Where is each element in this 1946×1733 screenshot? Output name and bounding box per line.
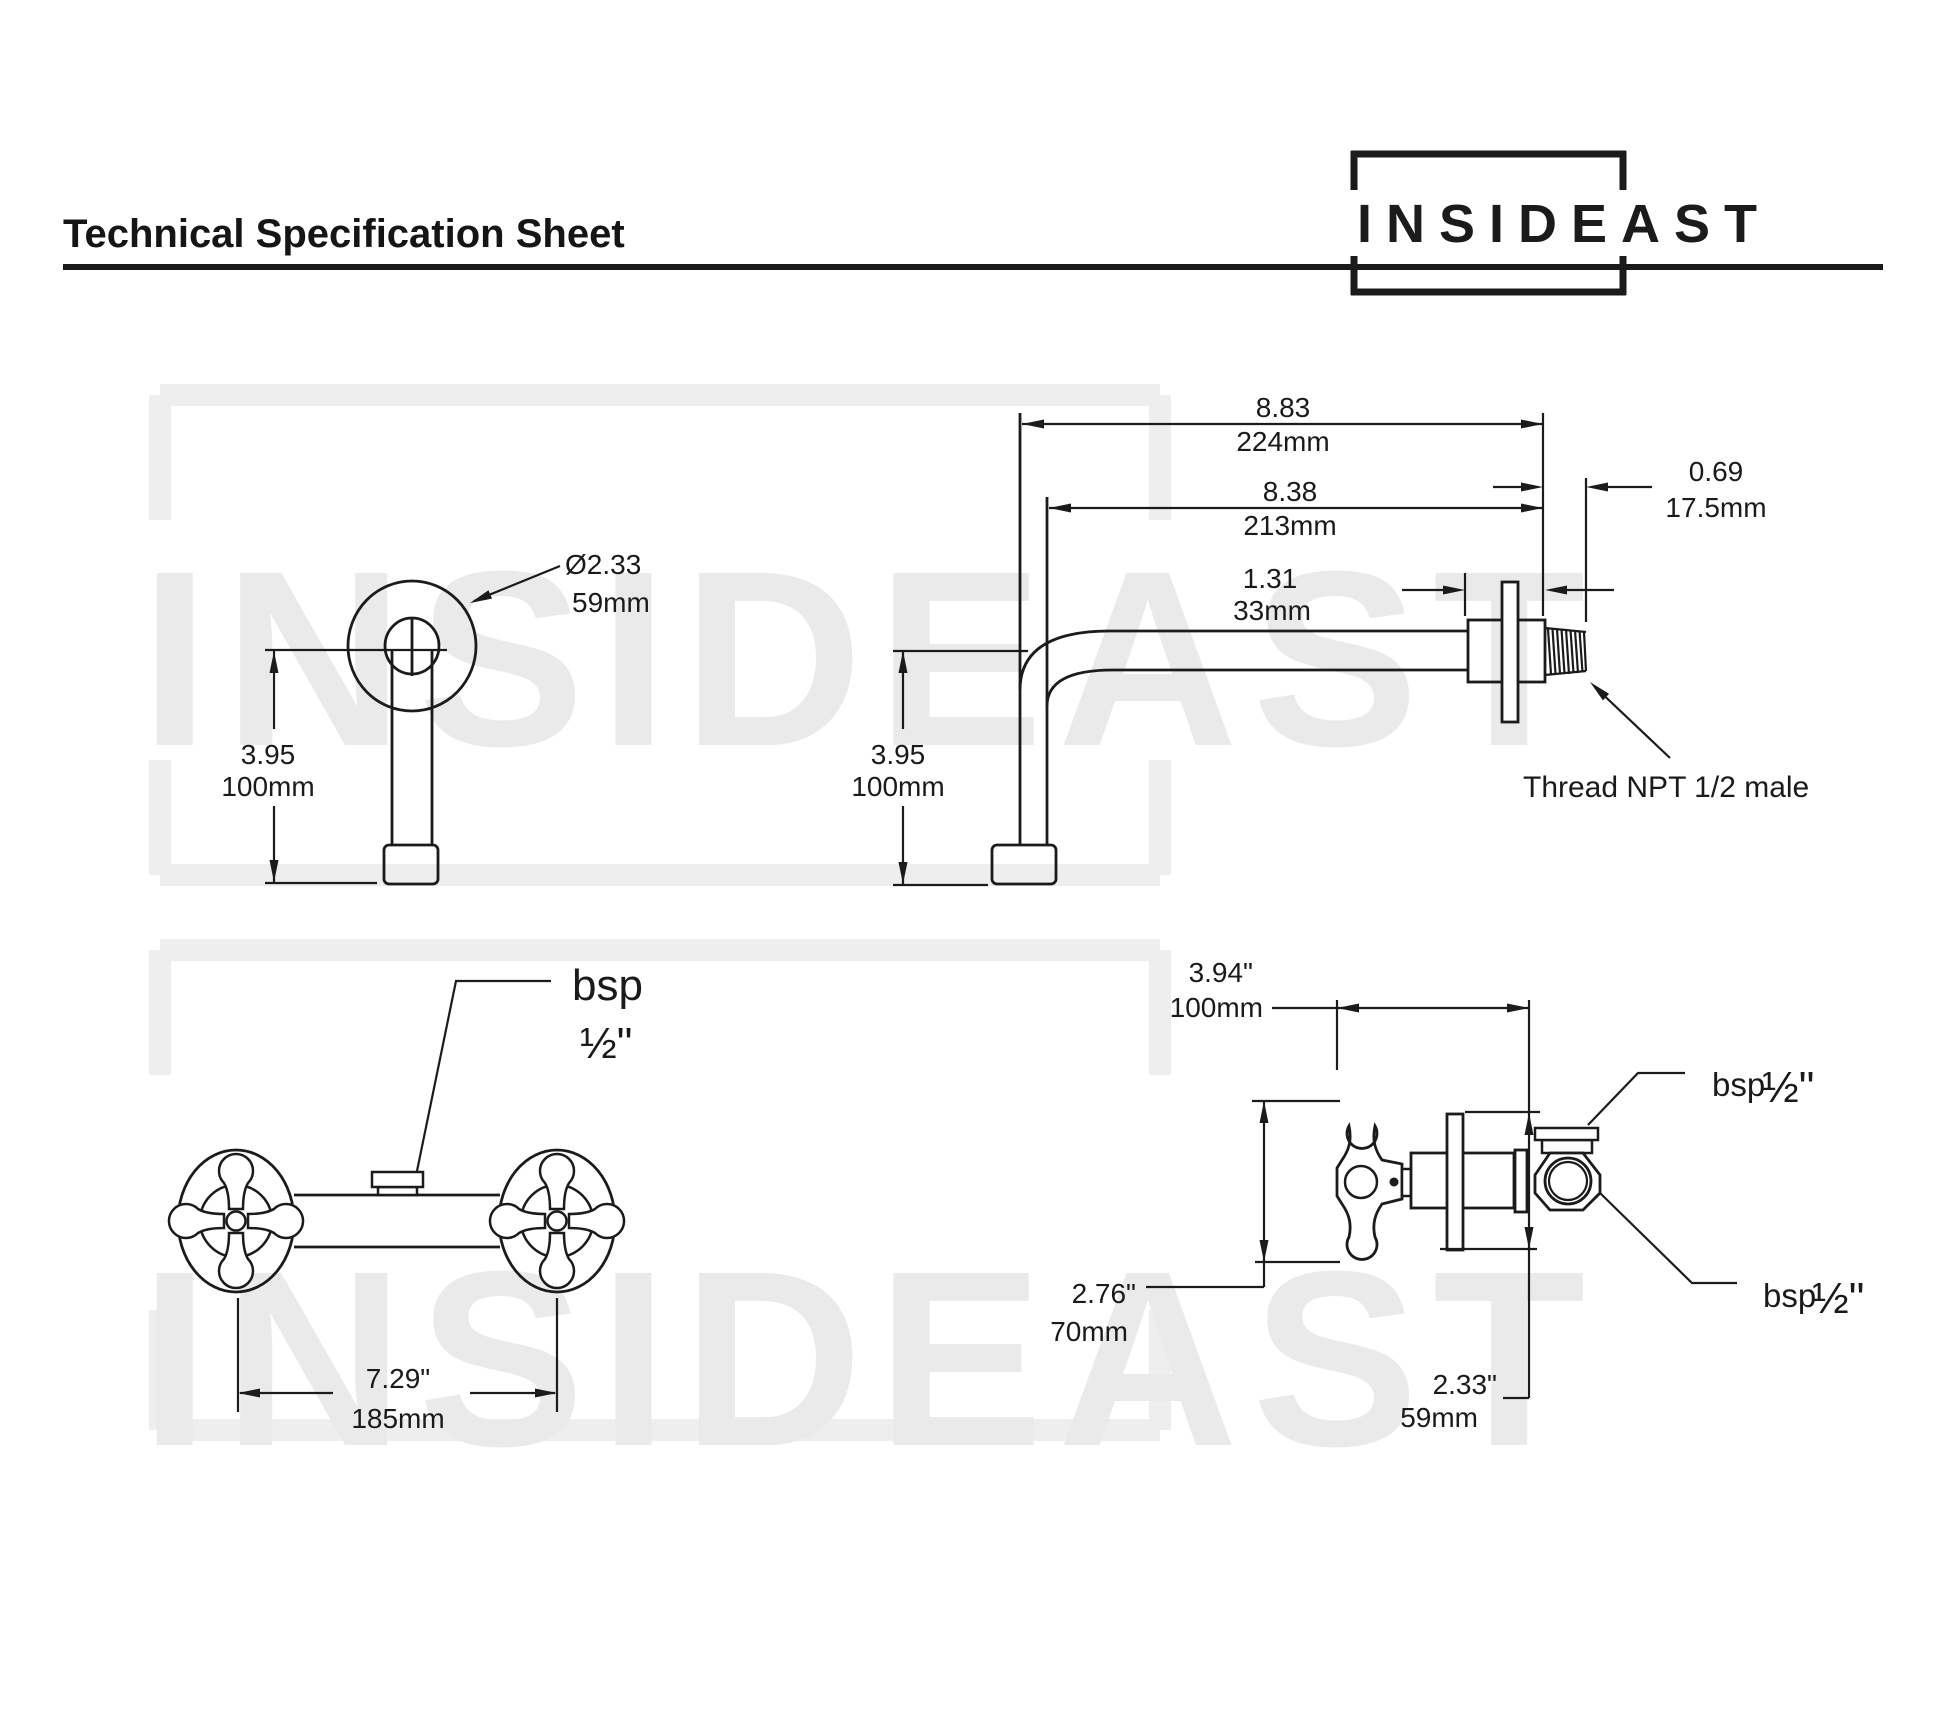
dim-flange-in: 2.33" bbox=[1433, 1369, 1497, 1400]
spout-side-view: 8.83 224mm 8.38 213mm 1.31 33mm 0.69 17.… bbox=[851, 392, 1809, 887]
dim-hub-mm: 33mm bbox=[1233, 595, 1311, 626]
label-bsp-size: ½" bbox=[580, 1019, 632, 1068]
dim-thread-mm: 17.5mm bbox=[1665, 492, 1766, 523]
cross-handle-right bbox=[488, 1148, 626, 1294]
dim-depth-in: 3.94" bbox=[1189, 957, 1253, 988]
dim-height-mm: 100mm bbox=[221, 771, 314, 802]
dim-flange-dia-mm: 59mm bbox=[572, 587, 650, 618]
set-screw-dot bbox=[1389, 1177, 1399, 1187]
dim-reach-total-mm: 224mm bbox=[1236, 426, 1329, 457]
thread-note: Thread NPT 1/2 male bbox=[1523, 771, 1809, 804]
wall-flange-plate bbox=[1445, 1112, 1465, 1252]
valve-handle-side bbox=[1335, 1122, 1404, 1261]
dim-handle-in: 2.76" bbox=[1072, 1278, 1136, 1309]
logo-frame bbox=[1350, 150, 1627, 296]
mixer-front-view: bsp ½" 7.29" 185mm bbox=[167, 961, 643, 1434]
dim-flange-mm: 59mm bbox=[1400, 1402, 1478, 1433]
dim-height2-mm: 100mm bbox=[851, 771, 944, 802]
dim-thread-in: 0.69 bbox=[1689, 456, 1744, 487]
spout-front-view: 3.95 100mm Ø2.33 59mm bbox=[221, 549, 650, 886]
dim-reach-in: 8.38 bbox=[1263, 476, 1318, 507]
logo-wordmark: INSIDEAST bbox=[1357, 194, 1771, 254]
watermark-frame-bottom bbox=[149, 939, 1171, 1441]
label-bsp-top: bsp bbox=[1712, 1066, 1765, 1103]
dim-reach-mm: 213mm bbox=[1243, 510, 1336, 541]
dim-flange-dia-in: Ø2.33 bbox=[565, 549, 641, 580]
brand-logo: INSIDEAST bbox=[1350, 150, 1771, 296]
label-bsp-top-size: ½" bbox=[1762, 1063, 1814, 1112]
page-title: Technical Specification Sheet bbox=[63, 212, 625, 256]
dim-depth-mm: 100mm bbox=[1170, 992, 1263, 1023]
dim-reach-total-in: 8.83 bbox=[1256, 392, 1311, 423]
top-outlet-cap bbox=[1533, 1126, 1600, 1142]
dim-hub-in: 1.31 bbox=[1243, 563, 1298, 594]
valve-side-view: 3.94" 100mm 2.76" 70mm 2.33" 59mm bsp ½"… bbox=[1050, 957, 1864, 1433]
label-bsp: bsp bbox=[572, 961, 643, 1010]
dim-centers-in: 7.29" bbox=[366, 1363, 430, 1394]
label-bsp-bottom: bsp bbox=[1763, 1277, 1816, 1314]
watermark-text-top: INSIDEAST bbox=[140, 519, 1600, 798]
watermark-text-bottom: INSIDEAST bbox=[140, 1219, 1600, 1498]
thread-hatch bbox=[1544, 626, 1588, 677]
cross-handle-left bbox=[167, 1148, 305, 1294]
header-divider bbox=[63, 264, 1883, 270]
dim-height2-in: 3.95 bbox=[871, 739, 926, 770]
dim-handle-mm: 70mm bbox=[1050, 1316, 1128, 1347]
label-bsp-bottom-size: ½" bbox=[1812, 1274, 1864, 1323]
dim-height-in: 3.95 bbox=[241, 739, 296, 770]
dim-centers-mm: 185mm bbox=[351, 1403, 444, 1434]
